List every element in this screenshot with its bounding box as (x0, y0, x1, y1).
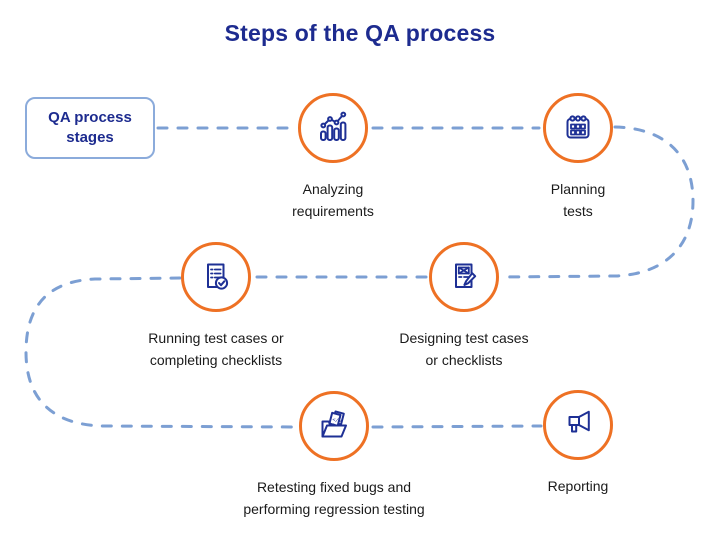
step-label: Retesting fixed bugs and performing regr… (243, 479, 425, 517)
page-title: Steps of the QA process (224, 20, 496, 46)
checklist-check-icon (207, 263, 229, 290)
step-circle (429, 242, 499, 312)
step-label: Running test cases or completing checkli… (148, 330, 284, 368)
step-label: Designing test cases or checklists (399, 330, 529, 368)
qa-process-stages-label: QA process stages (48, 109, 132, 146)
step-planning-tests: Planning tests (468, 93, 688, 222)
step-circle (298, 93, 368, 163)
step-reporting: Reporting (468, 390, 688, 497)
step-label: Planning tests (550, 181, 606, 219)
step-circle (543, 390, 613, 460)
megaphone-icon (568, 410, 590, 433)
step-circle (543, 93, 613, 163)
svg-text:</>: </> (331, 417, 342, 425)
document-pencil-icon (455, 263, 477, 288)
step-label: Analyzing requirements (292, 181, 374, 219)
bar-chart-icon (320, 111, 347, 141)
qa-process-stages-box: QA process stages (25, 97, 155, 159)
step-analyzing-requirements: Analyzing requirements (223, 93, 443, 222)
folder-documents-icon: </> (321, 410, 347, 438)
step-circle: </> (299, 391, 369, 461)
step-label: Reporting (547, 478, 609, 494)
step-designing-test-cases: Designing test cases or checklists (354, 242, 574, 371)
step-circle (181, 242, 251, 312)
step-running-test-cases: Running test cases or completing checkli… (106, 242, 326, 371)
step-retesting-fixed-bugs: </> Retesting fixed bugs and performing … (224, 391, 444, 520)
calendar-icon (566, 115, 590, 139)
